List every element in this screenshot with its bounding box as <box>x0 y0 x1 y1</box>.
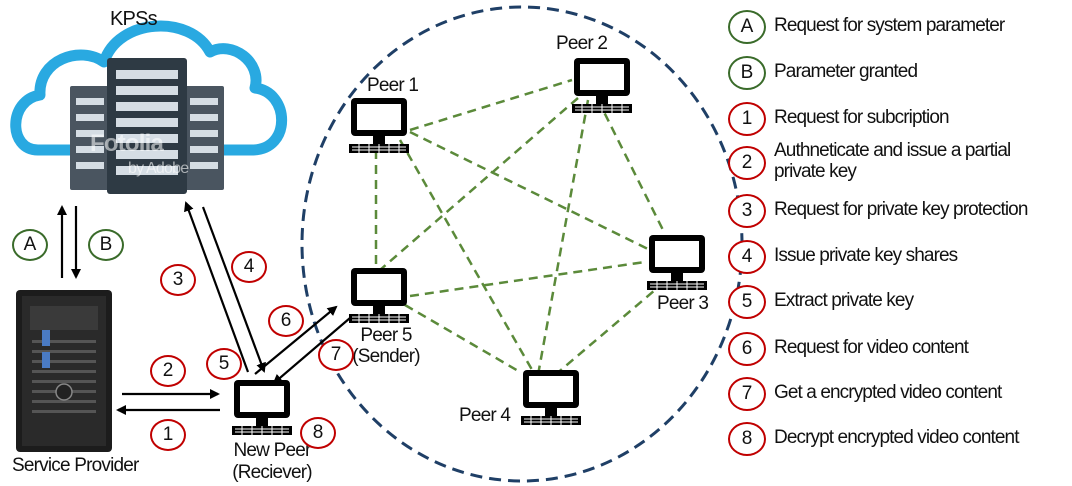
step-marker-1: 1 <box>150 419 186 451</box>
legend-marker: 4 <box>728 240 766 274</box>
legend-text: Request for system parameter <box>774 15 1005 36</box>
legend-text: Parameter granted <box>774 61 918 82</box>
legend-marker: 8 <box>728 422 766 456</box>
step-marker-a: A <box>12 229 48 261</box>
legend-marker: 5 <box>728 285 766 319</box>
legend-marker: 1 <box>728 102 766 136</box>
legend-text: Extract private key <box>774 290 914 311</box>
new-peer-label: New Peer <box>233 440 311 461</box>
step-marker-8: 8 <box>300 417 336 449</box>
peer1-label: Peer 1 <box>367 75 419 96</box>
step-marker-b: B <box>88 229 124 261</box>
peer3-computer-icon <box>646 234 708 291</box>
peer3-label: Peer 3 <box>657 293 709 314</box>
step-marker-6: 6 <box>268 305 304 337</box>
legend-marker: 2 <box>728 146 766 180</box>
kps-cloud <box>10 20 288 194</box>
service-provider-server <box>16 290 112 452</box>
legend-marker: A <box>728 10 766 44</box>
flow-arrows <box>57 201 351 415</box>
step-marker-3: 3 <box>160 264 196 296</box>
cloud-watermark: Fotolia <box>90 130 164 157</box>
peer4-label: Peer 4 <box>459 405 511 426</box>
peer2-label: Peer 2 <box>556 33 608 54</box>
legend-text: Request for private key protection <box>774 199 1028 220</box>
peer2-computer-icon <box>571 57 633 114</box>
peer5-computer-icon <box>348 267 410 324</box>
legend-text: Decrypt encrypted video content <box>774 427 1019 448</box>
legend-text: Issue private key shares <box>774 245 958 266</box>
kps-title: KPSs <box>110 8 158 30</box>
legend-marker: 3 <box>728 194 766 228</box>
step-marker-7: 7 <box>318 339 354 371</box>
peer5-label: Peer 5 <box>360 325 412 346</box>
new-peer-computer-icon <box>231 379 293 436</box>
peer4-computer-icon <box>520 369 582 426</box>
legend-text: Request for subcription <box>774 107 950 128</box>
step-marker-5: 5 <box>206 348 242 380</box>
service-provider-label: Service Provider <box>12 455 139 476</box>
legend-marker: B <box>728 56 766 90</box>
cloud-watermark-sub: by Adobe <box>128 160 189 177</box>
peer1-computer-icon <box>348 97 410 154</box>
peer5-sublabel: (Sender) <box>352 346 420 367</box>
legend-marker: 6 <box>728 332 766 366</box>
step-marker-4: 4 <box>231 251 267 283</box>
legend-text: Authneticate and issue a partial private… <box>774 140 1011 182</box>
peer-mesh-links <box>374 78 666 376</box>
legend-text: Get a encrypted video content <box>774 382 1002 403</box>
new-peer-sublabel: (Reciever) <box>232 462 312 483</box>
legend-marker: 7 <box>728 377 766 411</box>
step-marker-2: 2 <box>150 355 186 387</box>
legend-text: Request for video content <box>774 337 969 358</box>
